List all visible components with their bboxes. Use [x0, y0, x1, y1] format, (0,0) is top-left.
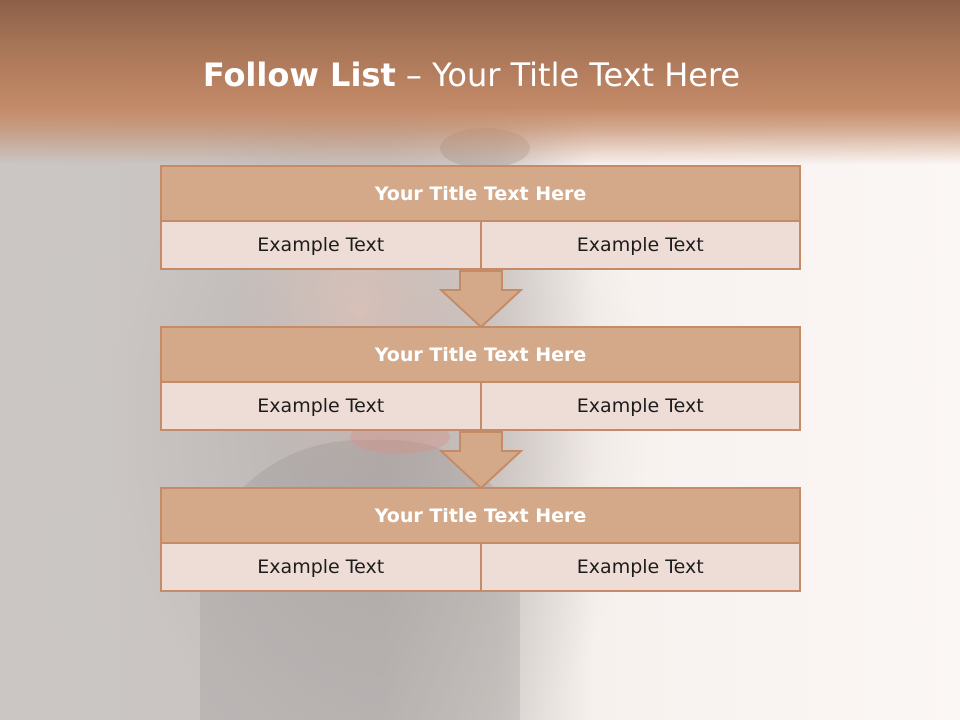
block-header: Your Title Text Here — [160, 326, 801, 383]
slide-title-bold: Follow List — [202, 56, 396, 94]
slide-title: Follow List – Your Title Text Here — [0, 56, 943, 94]
list-block-2: Your Title Text Here Example Text Exampl… — [160, 326, 801, 431]
block-cell-left: Example Text — [160, 220, 482, 270]
list-block-3: Your Title Text Here Example Text Exampl… — [160, 487, 801, 592]
block-cell-left: Example Text — [160, 381, 482, 431]
block-row: Example Text Example Text — [160, 220, 801, 270]
slide-title-rest: Your Title Text Here — [432, 56, 741, 94]
title-band — [0, 0, 960, 165]
block-cell-right: Example Text — [479, 381, 801, 431]
block-row: Example Text Example Text — [160, 381, 801, 431]
slide-title-separator: – — [395, 56, 433, 94]
block-cell-right: Example Text — [479, 542, 801, 592]
block-cell-right: Example Text — [479, 220, 801, 270]
down-arrow-icon — [439, 270, 523, 328]
list-block-1: Your Title Text Here Example Text Exampl… — [160, 165, 801, 270]
block-header: Your Title Text Here — [160, 165, 801, 222]
block-row: Example Text Example Text — [160, 542, 801, 592]
block-header: Your Title Text Here — [160, 487, 801, 544]
down-arrow-icon — [439, 431, 523, 489]
block-cell-left: Example Text — [160, 542, 482, 592]
